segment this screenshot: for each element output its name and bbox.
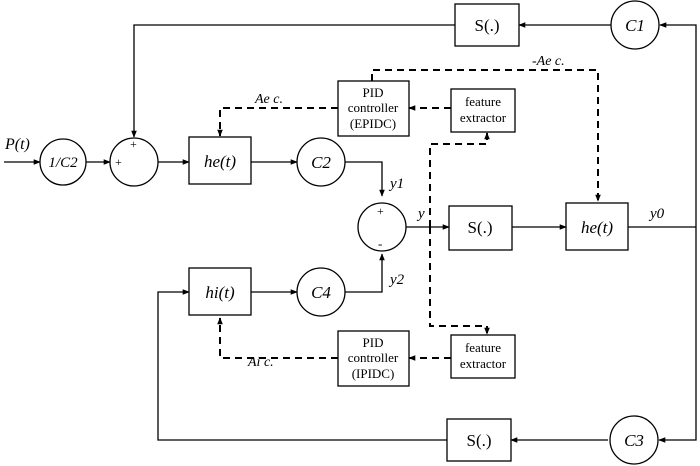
he-block-left: he(t) (188, 136, 252, 185)
svg-text:1/C2: 1/C2 (48, 155, 78, 171)
input-label: P(t) (4, 136, 30, 153)
wire-c2-sum2 (344, 161, 385, 197)
wire-bus-c1 (659, 22, 697, 227)
signal-ae-left: Ae c. (254, 92, 283, 107)
feature-extractor-top: feature extractor (450, 88, 516, 133)
svg-text:(IPIDC): (IPIDC) (352, 366, 395, 381)
gain-c2: C2 (296, 137, 346, 187)
gain-inv-c2: 1/C2 (39, 138, 87, 186)
svg-text:C1: C1 (625, 16, 645, 35)
svg-text:extractor: extractor (460, 110, 507, 125)
svg-text:hi(t): hi(t) (205, 283, 235, 302)
svg-text:he(t): he(t) (581, 218, 613, 237)
pid-controller-epidc: PID controller (EPIDC) (337, 80, 410, 137)
svg-text:feature: feature (465, 94, 501, 109)
signal-ae-right: -Ae c. (532, 54, 565, 69)
svg-text:controller: controller (348, 100, 399, 115)
wire-stop-sum1 (131, 24, 455, 138)
summing-junction-2: + - (357, 202, 407, 252)
s-block-bottom: S(.) (446, 418, 512, 462)
feature-extractor-bottom: feature extractor (450, 334, 516, 379)
signal-y0: y0 (648, 206, 665, 222)
svg-text:C3: C3 (624, 431, 644, 450)
gain-c4: C4 (296, 267, 346, 317)
svg-text:S(.): S(.) (467, 218, 492, 237)
svg-text:PID: PID (363, 85, 384, 100)
svg-text:-: - (378, 236, 382, 251)
signal-ai: Ai c. (247, 355, 274, 370)
svg-text:(EPIDC): (EPIDC) (350, 116, 396, 131)
summing-junction-1: + + (109, 137, 159, 187)
svg-text:extractor: extractor (460, 356, 507, 371)
wire-sbot-hi (157, 289, 447, 441)
dash-ipidc-hi (217, 317, 338, 359)
gain-c3: C3 (609, 415, 659, 465)
he-block-right: he(t) (565, 202, 629, 251)
svg-text:he(t): he(t) (204, 152, 236, 171)
svg-text:+: + (130, 137, 137, 151)
wire-c4-sum2 (344, 253, 385, 293)
signal-y: y (416, 206, 425, 222)
svg-text:+: + (115, 155, 122, 169)
svg-text:PID: PID (363, 335, 384, 350)
pid-controller-ipidc: PID controller (IPIDC) (337, 330, 410, 387)
svg-text:controller: controller (348, 350, 399, 365)
dash-y-featbot (429, 227, 490, 335)
s-block-top: S(.) (454, 3, 520, 47)
svg-text:S(.): S(.) (466, 431, 491, 450)
svg-text:S(.): S(.) (474, 16, 499, 35)
svg-text:C2: C2 (311, 153, 331, 172)
svg-text:C4: C4 (311, 283, 331, 302)
signal-y2: y2 (388, 272, 405, 288)
svg-text:feature: feature (465, 340, 501, 355)
dash-epidc-heleft (217, 107, 338, 137)
signal-y1: y1 (388, 176, 404, 192)
hi-block: hi(t) (188, 267, 252, 316)
wire-bus-c3 (658, 227, 697, 443)
dash-y-feattop (429, 132, 490, 227)
svg-text:+: + (377, 204, 384, 218)
dash-epidc-heright (371, 69, 601, 202)
gain-c1: C1 (610, 0, 660, 50)
s-block-mid: S(.) (448, 205, 513, 251)
